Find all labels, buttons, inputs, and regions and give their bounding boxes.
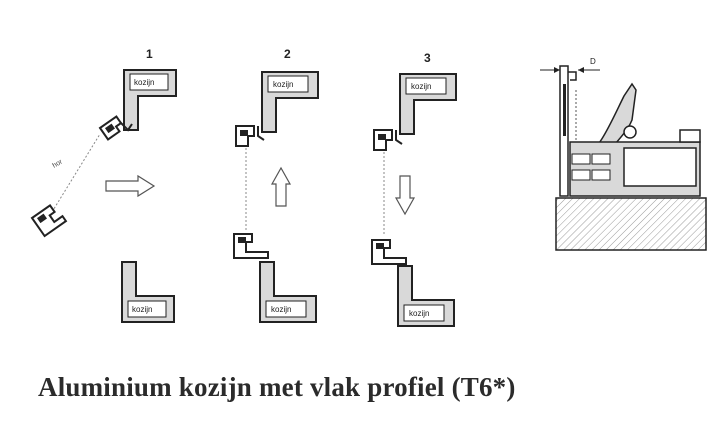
step-number-1: 1: [146, 47, 153, 61]
frame-bottom-step-3: kozijn: [397, 265, 455, 327]
sash-profile-bottom-step-3: [371, 239, 407, 265]
sash-profile-bottom-step-2: [233, 233, 269, 259]
sash-profile-top-step-2: [235, 125, 265, 147]
frame-label: kozijn: [132, 305, 152, 314]
tilt-label: hor: [52, 158, 65, 169]
sash-profile-top-step-3: [373, 129, 403, 151]
frame-label: kozijn: [409, 309, 429, 318]
arrow-down-icon: [394, 175, 416, 216]
dimension-label: D: [590, 57, 596, 66]
installation-diagram: 1 kozijn hor kozijn: [30, 47, 707, 327]
frame-label: kozijn: [273, 80, 293, 89]
step-2: 2 kozijn kozijn: [233, 47, 319, 323]
sash-profile-bottom-step-1: [30, 203, 68, 238]
step-number-2: 2: [284, 47, 291, 61]
frame-top-step-2: kozijn: [261, 71, 319, 133]
profile-cross-section: D: [540, 57, 707, 251]
frame-bottom-step-2: kozijn: [259, 261, 317, 323]
wall-hatch: [555, 197, 707, 251]
frame-bottom-step-1: kozijn: [121, 261, 175, 323]
step-1: 1 kozijn hor kozijn: [30, 47, 177, 323]
caption: Aluminium kozijn met vlak profiel (T6*): [38, 372, 516, 402]
step-3: 3 kozijn kozijn: [371, 51, 457, 327]
frame-label: kozijn: [134, 78, 154, 87]
frame-label: kozijn: [271, 305, 291, 314]
arrow-up-icon: [270, 166, 292, 207]
step-number-3: 3: [424, 51, 431, 65]
arrow-right-icon: [105, 174, 156, 198]
frame-label: kozijn: [411, 82, 431, 91]
frame-top-step-1: kozijn: [123, 69, 177, 131]
frame-top-step-3: kozijn: [399, 73, 457, 135]
sash-profile-top-step-1: [98, 115, 123, 141]
dimension-d: D: [540, 57, 600, 73]
